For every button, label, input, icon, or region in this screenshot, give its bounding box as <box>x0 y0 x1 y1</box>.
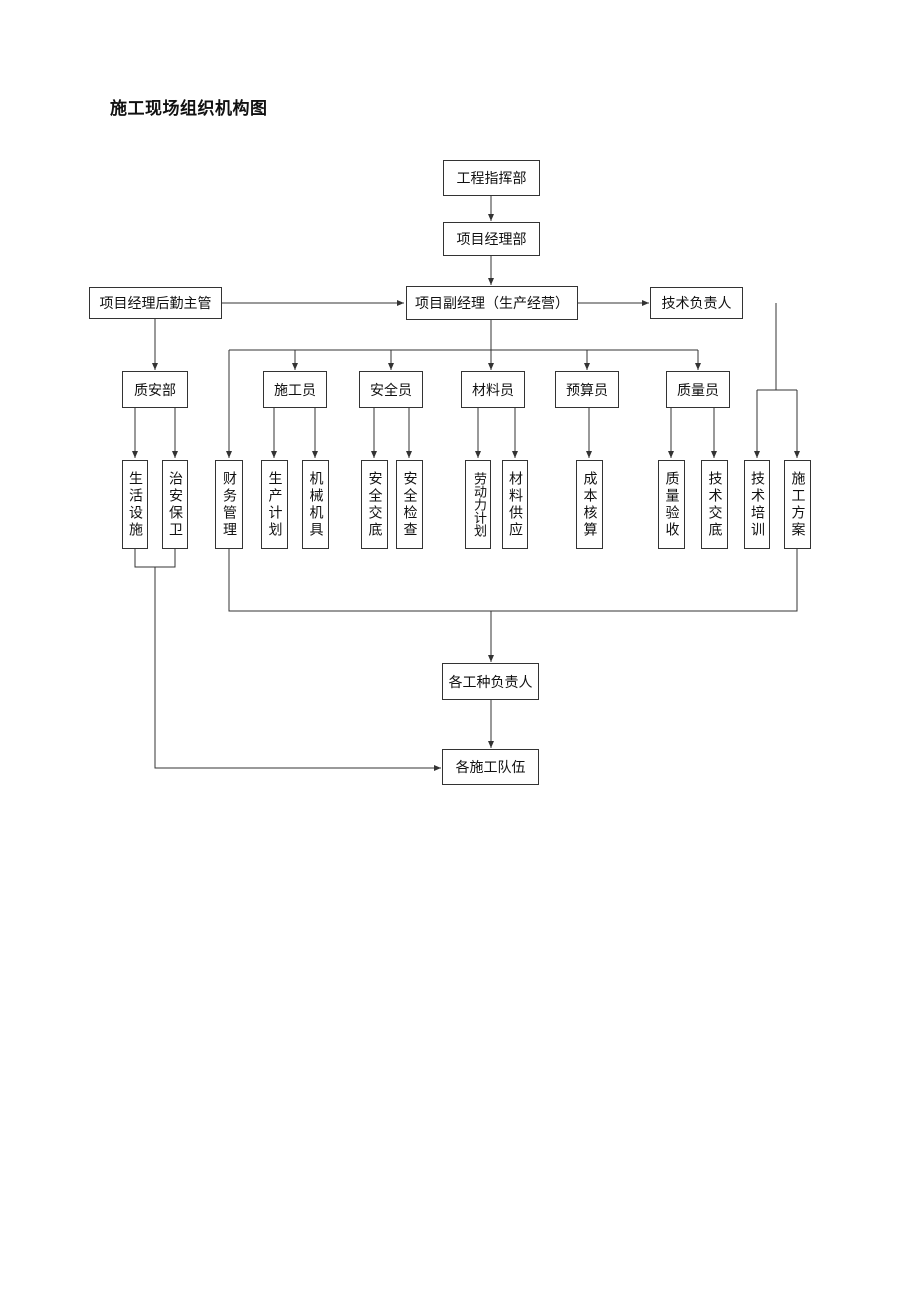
labor-plan-box: 劳动力计划 <box>465 460 491 549</box>
construction-teams-box: 各施工队伍 <box>442 749 539 785</box>
construction-plan-box: 施工方案 <box>784 460 811 549</box>
machinery-box: 机械机具 <box>302 460 329 549</box>
page-title: 施工现场组织机构图 <box>110 99 268 119</box>
quality-officer-box: 质量员 <box>666 371 730 408</box>
trade-leads-box: 各工种负责人 <box>442 663 539 700</box>
qa-dept-box: 质安部 <box>122 371 188 408</box>
construction-staff-box: 施工员 <box>263 371 327 408</box>
safety-briefing-box: 安全交底 <box>361 460 388 549</box>
safety-officer-box: 安全员 <box>359 371 423 408</box>
deputy-manager-box: 项目副经理（生产经营） <box>406 286 578 320</box>
finance-box: 财务管理 <box>215 460 243 549</box>
safety-check-box: 安全检查 <box>396 460 423 549</box>
living-facilities-box: 生活设施 <box>122 460 148 549</box>
cost-accounting-box: 成本核算 <box>576 460 603 549</box>
technical-training-box: 技术培训 <box>744 460 770 549</box>
technical-briefing-box: 技术交底 <box>701 460 728 549</box>
pm-dept-box: 项目经理部 <box>443 222 540 256</box>
logistics-box: 项目经理后勤主管 <box>89 287 222 319</box>
materials-officer-box: 材料员 <box>461 371 525 408</box>
security-box: 治安保卫 <box>162 460 188 549</box>
quality-acceptance-box: 质量验收 <box>658 460 685 549</box>
material-supply-box: 材料供应 <box>502 460 528 549</box>
production-plan-box: 生产计划 <box>261 460 288 549</box>
hq-box: 工程指挥部 <box>443 160 540 196</box>
tech-lead-box: 技术负责人 <box>650 287 743 319</box>
budget-officer-box: 预算员 <box>555 371 619 408</box>
